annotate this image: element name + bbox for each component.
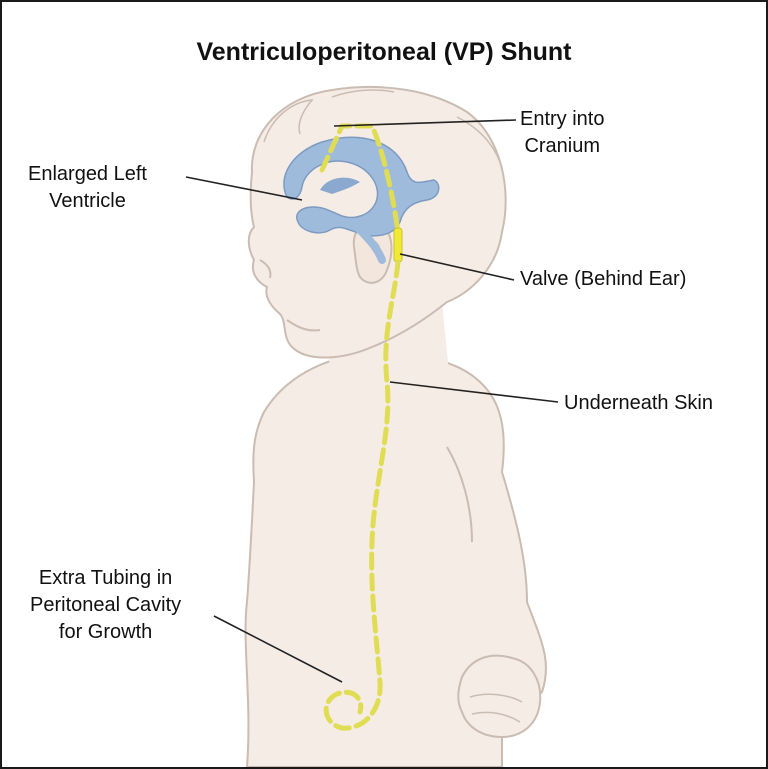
label-entry-into-cranium: Entry into Cranium bbox=[520, 108, 605, 157]
leader-ventricle bbox=[185, 176, 303, 201]
leader-entry bbox=[333, 119, 517, 127]
label-enlarged-left-ventricle: Enlarged Left Ventricle bbox=[28, 163, 147, 212]
label-extra-tubing: Extra Tubing in Peritoneal Cavity for Gr… bbox=[30, 567, 182, 643]
enlarged-left-ventricle bbox=[283, 136, 440, 264]
label-valve-behind-ear: Valve (Behind Ear) bbox=[520, 268, 687, 290]
diagram-title: Ventriculoperitoneal (VP) Shunt bbox=[196, 38, 572, 66]
shunt-tubing-body bbox=[323, 259, 401, 731]
label-underneath-skin: Underneath Skin bbox=[564, 392, 713, 414]
fist bbox=[457, 654, 542, 739]
arm-crease bbox=[446, 446, 473, 543]
leader-valve bbox=[399, 253, 515, 281]
leader-skin bbox=[389, 381, 559, 403]
shunt-catheter-upper bbox=[319, 123, 401, 235]
leader-tubing bbox=[213, 615, 343, 683]
shunt-valve bbox=[393, 227, 403, 263]
